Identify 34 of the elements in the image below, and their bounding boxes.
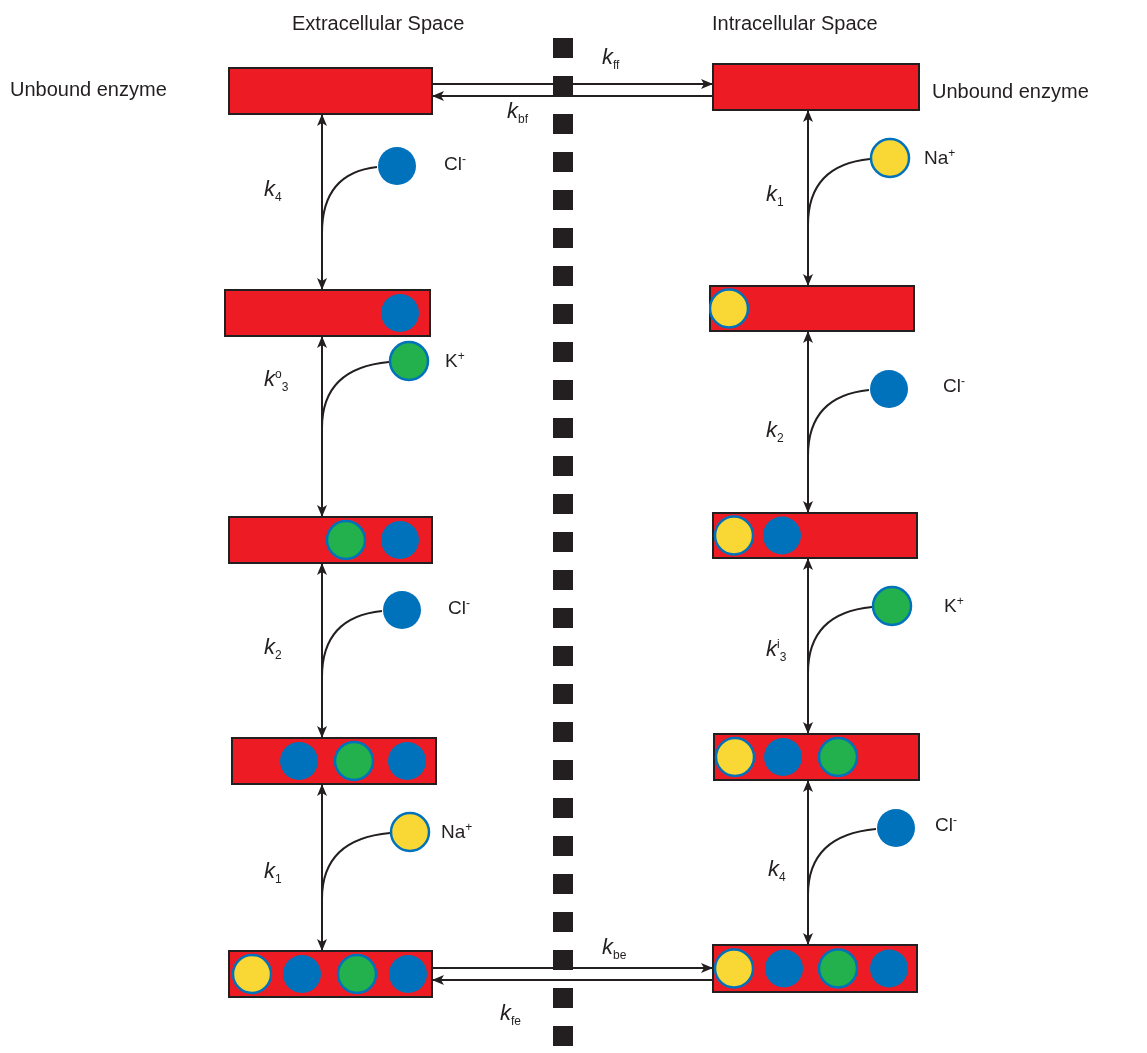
ion-label: Cl$^{-}$ bbox=[444, 152, 466, 176]
arrow bbox=[432, 79, 713, 89]
enzyme-bar bbox=[712, 944, 918, 993]
enzyme-bar bbox=[712, 512, 918, 559]
state-label: Unbound enzyme bbox=[10, 78, 167, 101]
enzyme-bar bbox=[709, 285, 915, 332]
arrow bbox=[432, 91, 713, 101]
ion-label: K$^{+}$ bbox=[944, 594, 964, 618]
enzyme-bar bbox=[228, 950, 433, 998]
enzyme-bar bbox=[712, 63, 920, 111]
arrow bbox=[803, 558, 813, 734]
enzyme-bar bbox=[713, 733, 920, 781]
state-label: Unbound enzyme bbox=[932, 80, 1089, 103]
ion-label: Cl$^{-}$ bbox=[943, 374, 965, 398]
ion-label: Na$^{+}$ bbox=[441, 820, 473, 844]
enzyme-bar bbox=[228, 516, 433, 564]
arrow bbox=[432, 975, 713, 985]
arrow bbox=[317, 563, 327, 738]
arrow bbox=[803, 780, 813, 945]
enzyme-bar bbox=[228, 67, 433, 115]
ion-label: K$^{+}$ bbox=[445, 349, 465, 373]
arrow bbox=[317, 114, 327, 290]
arrow bbox=[803, 110, 813, 286]
ion-label: Cl$^{-}$ bbox=[448, 596, 470, 620]
arrow bbox=[317, 336, 327, 517]
region-title: Intracellular Space bbox=[712, 12, 878, 35]
enzyme-bar bbox=[231, 737, 437, 785]
region-title: Extracellular Space bbox=[292, 12, 465, 35]
ion-label: Cl$^{-}$ bbox=[935, 813, 957, 837]
arrow bbox=[317, 784, 327, 951]
enzyme-bar bbox=[224, 289, 431, 337]
arrow bbox=[803, 331, 813, 513]
arrow bbox=[432, 963, 713, 973]
ion-label: Na$^{+}$ bbox=[924, 146, 956, 170]
